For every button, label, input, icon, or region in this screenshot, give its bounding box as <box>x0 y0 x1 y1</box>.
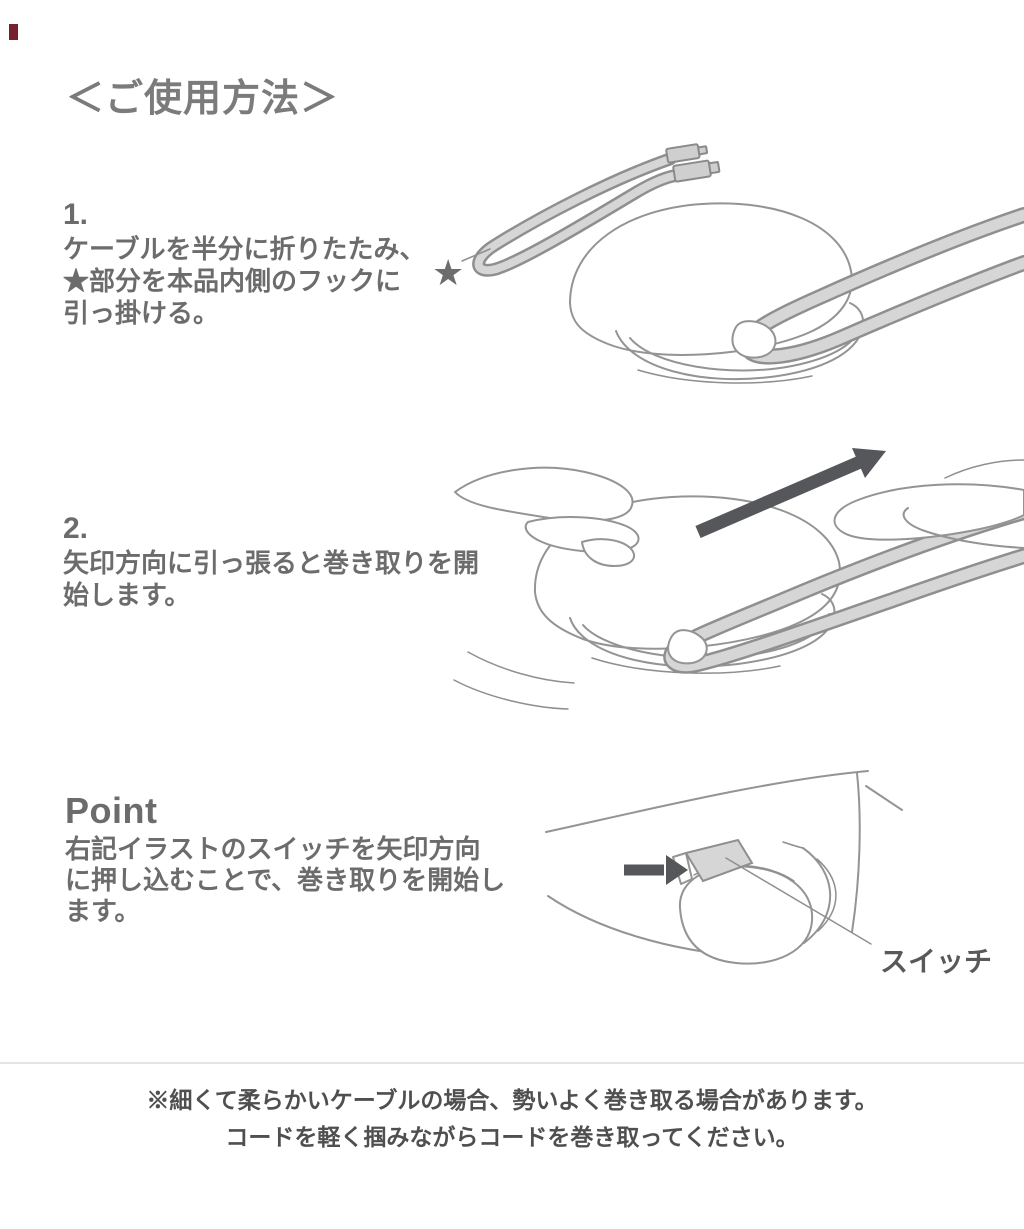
footnote-line: コードを軽く掴みながらコードを巻き取ってください。 <box>225 1124 799 1150</box>
switch-flap <box>684 838 754 883</box>
step1-line: ケーブルを半分に折りたたみ、 <box>63 234 426 264</box>
winder-opening-curve <box>569 593 836 668</box>
switch-leader-line <box>725 857 872 945</box>
page-title: ＜ご使用方法＞ <box>66 78 340 120</box>
pull-arrow-head <box>852 448 886 478</box>
step2-line: 始します。 <box>63 580 191 610</box>
step1-illustration: ★ <box>432 143 1024 384</box>
point-heading: Point <box>65 790 158 831</box>
step1-line: ★部分を本品内側のフックに <box>63 266 402 296</box>
cable-connector-icon <box>665 143 709 164</box>
hook-knob <box>667 629 708 665</box>
inner-band-curve <box>802 847 832 944</box>
point-illustration <box>545 770 903 965</box>
switch-label: スイッチ <box>880 946 993 977</box>
point-line: ます。 <box>65 896 141 926</box>
folded-cable-fill <box>474 155 682 275</box>
step2-illustration <box>453 448 1024 710</box>
step2-number: 2. <box>63 512 89 545</box>
corner-mark <box>9 24 18 40</box>
cable-connector-icon <box>672 159 721 183</box>
step2-text-block: 2. 矢印方向に引っ張ると巻き取りを開 始します。 <box>63 510 483 611</box>
device-top-edge <box>545 770 869 833</box>
step1-line: 引っ掛ける。 <box>63 298 220 328</box>
step1-text-block: 1. ケーブルを半分に折りたたみ、 ★部分を本品内側のフックに 引っ掛ける。 <box>63 196 483 329</box>
hook-knob <box>731 320 777 359</box>
left-hand-finger <box>454 466 634 522</box>
wrist-line <box>453 679 569 710</box>
wrist-line <box>467 651 575 684</box>
right-hand-knuckle-line <box>944 459 1024 479</box>
step2-line: 矢印方向に引っ張ると巻き取りを開 <box>63 548 480 578</box>
footnote-line: ※細くて柔らかいケーブルの場合、勢いよく巻き取る場合があります。 <box>146 1087 878 1113</box>
device-side-line <box>851 772 861 933</box>
winder-device-outline <box>569 202 853 356</box>
left-hand-thumb <box>581 538 635 567</box>
push-arrow-head <box>666 855 688 885</box>
divider-line <box>0 1062 1024 1064</box>
footnote: ※細くて柔らかいケーブルの場合、勢いよく巻き取る場合があります。 コードを軽く掴… <box>0 1082 1024 1156</box>
inner-band-curve <box>782 841 804 849</box>
right-hand-finger <box>833 483 1024 541</box>
point-text-block: Point 右記イラストのスイッチを矢印方向 に押し込むことで、巻き取りを開始し… <box>65 788 506 927</box>
pulled-cable-fill <box>665 506 1024 671</box>
pull-arrow-icon <box>695 456 863 538</box>
inner-band-curve <box>816 858 837 932</box>
winder-opening-curve <box>615 302 865 381</box>
right-hand-finger-line <box>902 507 1024 549</box>
device-corner-line <box>865 785 903 811</box>
winder-bottom-shade <box>637 369 813 384</box>
point-line: 右記イラストのスイッチを矢印方向 <box>65 834 481 864</box>
star-icon: ★ <box>432 252 464 293</box>
step1-number: 1. <box>63 198 89 231</box>
end-cap-outline <box>678 865 814 965</box>
point-line: に押し込むことで、巻き取りを開始し <box>65 865 506 895</box>
star-leader-line <box>461 248 491 262</box>
